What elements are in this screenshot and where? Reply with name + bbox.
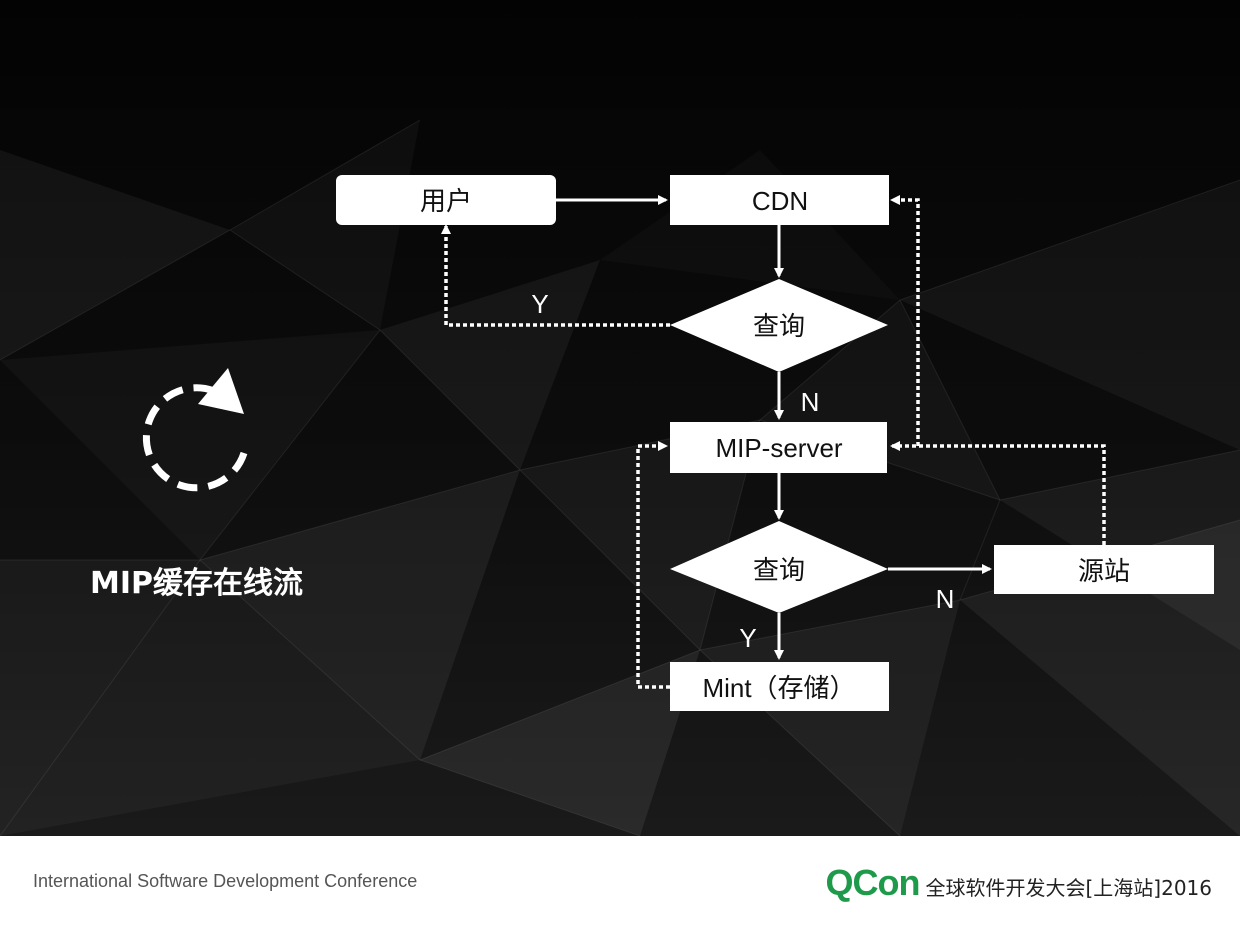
edge-label-query2-yes: Y — [739, 623, 756, 653]
node-mip-server-box — [670, 422, 887, 473]
conference-name: International Software Development Confe… — [33, 871, 418, 891]
conference-subtitle: 全球软件开发大会[上海站]2016 — [925, 876, 1212, 900]
node-cdn-box — [670, 175, 889, 225]
node-query2-label: 查询 — [753, 555, 805, 585]
node-origin-label: 源站 — [1078, 556, 1130, 586]
edge-label-query1-yes: Y — [531, 289, 548, 319]
node-query1-label: 查询 — [753, 311, 805, 341]
node-query1-diamond — [670, 279, 888, 372]
node-mip-server-label: MIP-server — [715, 433, 842, 463]
edge-query1-yes-to-user — [441, 224, 670, 327]
edge-label-query1-no: N — [801, 387, 820, 417]
node-query2-diamond — [670, 521, 888, 613]
edge-label-query2-no: N — [936, 584, 955, 614]
flow-diagram: 用户 CDN 查询 MIP-server 查询 源站 Mint（存储） Y N … — [142, 175, 1214, 711]
footer-branding: QCon 全球软件开发大会[上海站]2016 — [826, 862, 1213, 904]
node-user-label: 用户 — [420, 186, 472, 216]
node-user-box — [336, 175, 556, 225]
edge-mint-to-mip-server — [636, 441, 670, 689]
slide: 用户 CDN 查询 MIP-server 查询 源站 Mint（存储） Y N … — [0, 0, 1240, 836]
node-cdn-label: CDN — [752, 186, 808, 216]
edge-origin-to-mip-server — [890, 441, 1106, 545]
footer: International Software Development Confe… — [0, 836, 1240, 930]
node-origin-box — [994, 545, 1214, 594]
node-mint-label: Mint（存储） — [702, 673, 855, 703]
cycle-icon — [142, 368, 248, 492]
edge-mip-server-to-cdn — [890, 195, 920, 446]
slide-title: MIP缓存在线流 — [90, 566, 304, 601]
node-mint-box — [670, 662, 889, 711]
qcon-logo: QCon — [825, 862, 921, 903]
